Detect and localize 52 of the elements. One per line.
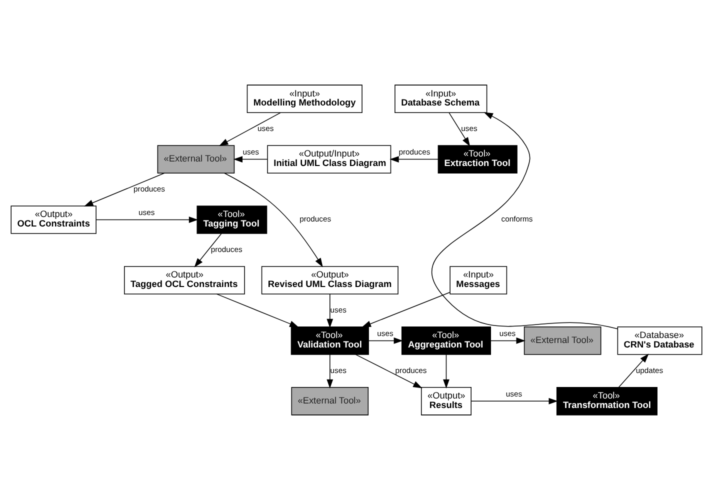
node-box: «Database» CRN's Database [617, 326, 702, 354]
edge-label: uses [499, 328, 516, 338]
arrow [368, 336, 403, 344]
edge-label: updates [636, 365, 664, 374]
arrow [224, 172, 323, 267]
arrow [390, 156, 439, 162]
arrow [470, 397, 558, 404]
arrow [326, 293, 334, 328]
arrow [233, 156, 268, 162]
node-box: «External Tool» [291, 386, 369, 415]
edge-label: produces [134, 184, 165, 193]
arrow [84, 172, 165, 206]
node-box: «Tool» Aggregation Tool [401, 326, 492, 354]
node-box: «External Tool» [157, 144, 235, 173]
edge-label: uses [242, 147, 259, 156]
node-box: «Tool» Tagging Tool [196, 205, 268, 234]
edge-label: uses [506, 389, 522, 398]
node-box: «Tool» Transformation Tool [556, 386, 658, 415]
edge-label: produces [398, 147, 430, 156]
arrow [194, 232, 222, 267]
arrow [431, 112, 618, 329]
edge-label: uses [330, 304, 346, 314]
edge-label: uses [461, 123, 478, 132]
arrow [355, 354, 422, 388]
edge-label: uses [377, 328, 394, 338]
edge-label: uses [258, 123, 274, 132]
arrow [216, 293, 299, 327]
edge-label: produces [395, 365, 427, 374]
arrow [490, 336, 526, 344]
arrow [96, 216, 198, 222]
edge-label: produces [210, 244, 242, 254]
arrow [326, 354, 334, 388]
edge-label: uses [138, 208, 155, 217]
arrow [443, 354, 450, 388]
node-box: «Output» OCL Constraints [10, 205, 96, 234]
edge-label: uses [330, 365, 346, 374]
edge-label: produces [300, 214, 332, 224]
arrow [219, 112, 281, 146]
arrow [618, 353, 649, 388]
node-box: «Input» Database Schema [394, 84, 488, 112]
node-box: «Input» Modelling Methodology [246, 84, 362, 112]
arrow [362, 291, 450, 327]
node-box: «Input» Messages [450, 266, 508, 294]
node-box: «Output» Results [420, 386, 472, 415]
node-box: «Output» Tagged OCL Constraints [124, 266, 245, 294]
node-box: «Output» Revised UML Class Diagram [261, 266, 398, 294]
node-box: «Output/Input» Initial UML Class Diagram [267, 144, 392, 173]
node-box: «Tool» Validation Tool [290, 326, 369, 354]
node-box: «External Tool» [524, 326, 602, 354]
edge-label: conforms [501, 214, 533, 224]
node-box: «Tool» Extraction Tool [438, 144, 518, 173]
arrow [448, 112, 470, 146]
